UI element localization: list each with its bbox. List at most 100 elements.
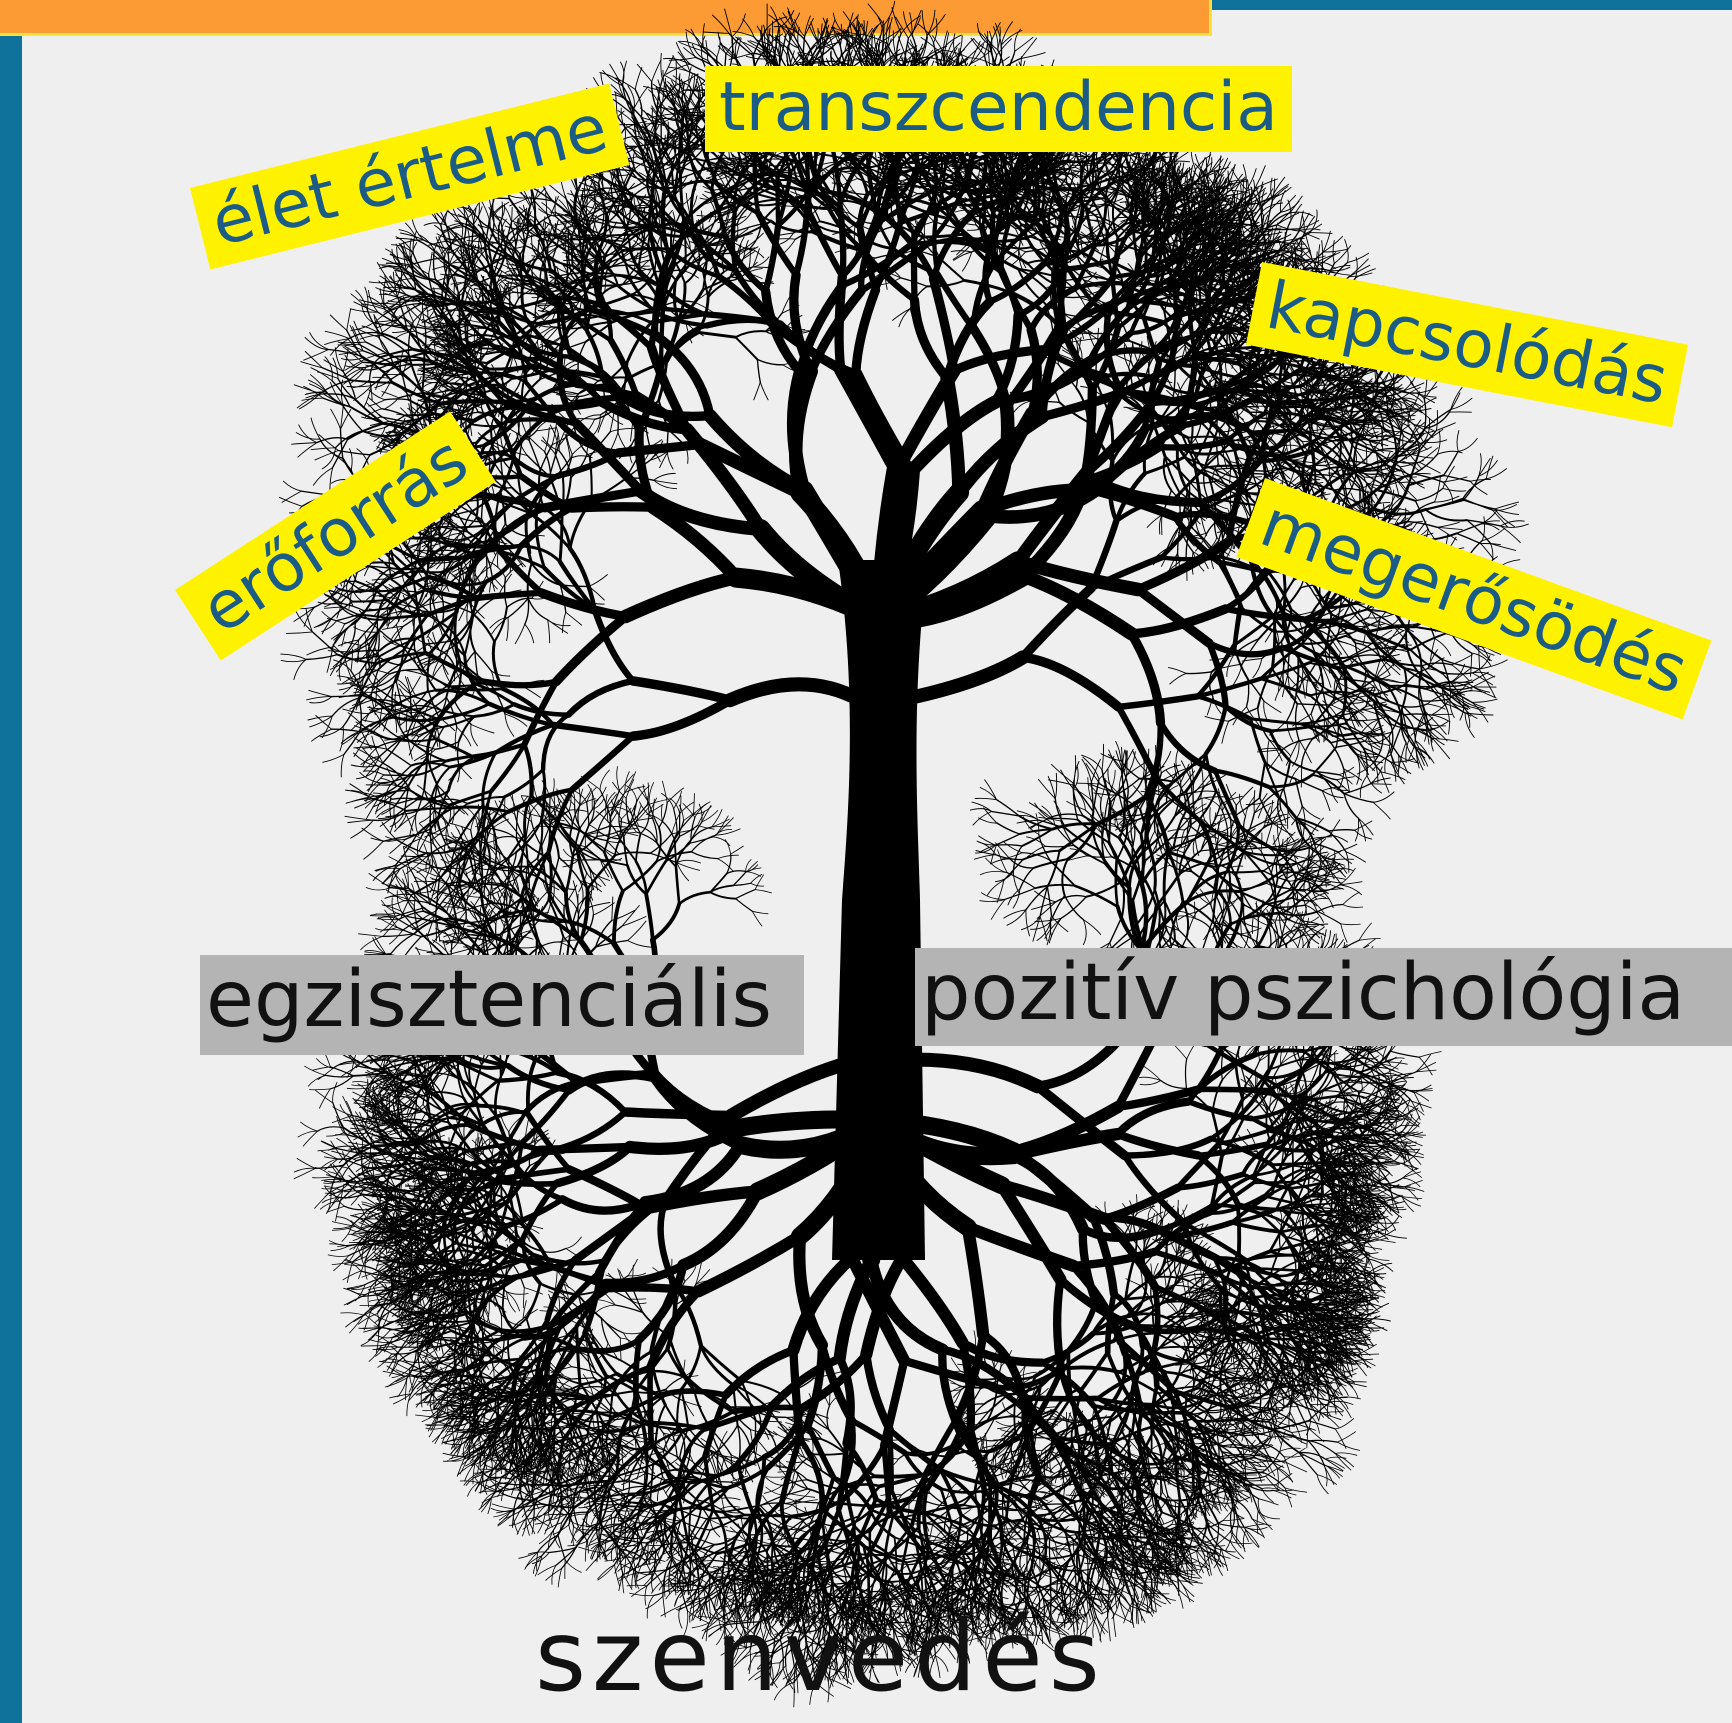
tree-branch (601, 857, 623, 863)
tree-branch (339, 726, 344, 752)
tree-branch (504, 269, 525, 273)
tree-branch (380, 587, 403, 592)
tree-branch (423, 658, 441, 665)
tree-branch (346, 422, 385, 441)
tree-branch (567, 502, 658, 513)
tree-branch (331, 380, 351, 408)
tree-branch (453, 659, 462, 702)
tree-branch (551, 611, 631, 687)
tree-branch (623, 122, 626, 145)
tree-branch (424, 658, 437, 672)
tree-branch (315, 715, 333, 730)
tree-branch (766, 28, 769, 54)
tree-branch (707, 270, 725, 299)
tree-branch (404, 676, 411, 695)
tree-branch (382, 335, 410, 355)
tree-branch (341, 588, 361, 603)
tree-branch (414, 597, 432, 612)
tree-branch (521, 685, 541, 698)
tree-branch (305, 607, 313, 633)
tree-branch (317, 371, 339, 379)
tree-branch (586, 872, 602, 887)
tree-branch (474, 650, 492, 672)
tree-branch (609, 221, 617, 237)
tree-branch (329, 381, 344, 407)
tree-branch (346, 583, 354, 606)
tree-branch (565, 611, 583, 626)
tree-branch (332, 644, 351, 661)
tree-branch (280, 653, 307, 660)
tree-branch (660, 52, 663, 80)
tree-branch (385, 836, 407, 841)
tree-branch (392, 562, 428, 592)
tree-branch (547, 619, 551, 644)
tree-branch (368, 606, 388, 611)
tree-branch (412, 610, 416, 627)
tree-branch (369, 378, 373, 401)
tree-branch (367, 601, 385, 604)
tree-branch (330, 408, 341, 430)
tree-branch (378, 595, 400, 601)
tree-branch (291, 442, 318, 445)
tree-branch (330, 728, 361, 733)
tree-branch (381, 559, 397, 574)
tree-branch (341, 602, 365, 612)
tree-branch (445, 659, 461, 699)
tree-branch (343, 610, 365, 625)
tree-branch (342, 361, 363, 377)
tree-branch (346, 308, 352, 331)
tree-branch (439, 658, 449, 675)
tree-branch (1000, 30, 1023, 46)
tree-branch (538, 324, 560, 328)
tree-branch (279, 496, 303, 507)
tree-branch (297, 442, 318, 458)
tree-branch (618, 570, 743, 624)
tree-branch (333, 659, 352, 672)
tree-branch (349, 448, 353, 471)
tree-branch (389, 570, 413, 580)
tree-branch (342, 679, 357, 695)
tree-branch (397, 678, 411, 695)
tree-branch (318, 434, 339, 451)
tree-branch (378, 738, 403, 758)
tree-branch (759, 381, 769, 401)
tree-branch (646, 500, 743, 585)
tree-branch (703, 316, 784, 329)
tree-branch (756, 358, 761, 383)
tree-branch (434, 620, 443, 637)
tree-branch (379, 637, 417, 652)
tree-branch (375, 798, 393, 813)
tree-branch (488, 890, 503, 908)
tree-branch (435, 810, 440, 831)
tree-branch (324, 601, 343, 608)
tree-branch (377, 783, 398, 787)
tree-branch (309, 332, 330, 350)
tree-branch (387, 300, 407, 303)
tree-branch (367, 396, 382, 410)
tree-branch (702, 23, 705, 49)
tree-branch (305, 653, 339, 661)
tree-branch (382, 373, 403, 376)
tree-branch (293, 658, 307, 680)
tree-branch (306, 646, 334, 656)
tree-branch (969, 40, 981, 65)
tree-branch (432, 249, 437, 281)
tree-branch (377, 651, 382, 668)
tree-branch (359, 716, 396, 733)
tree-branch (456, 726, 472, 747)
tree-branch (375, 581, 394, 592)
tree-branch (397, 610, 416, 613)
tree-branch (404, 810, 414, 832)
tree-branch (322, 393, 344, 407)
tree-branch (743, 239, 749, 258)
tree-branch (342, 347, 349, 373)
tree-branch (310, 447, 336, 451)
tree-branch (311, 728, 333, 742)
tree-branch (293, 606, 315, 622)
tree-branch (360, 756, 381, 766)
tree-branch (357, 639, 360, 661)
tree-branch (484, 543, 524, 584)
tree-branch (307, 715, 333, 721)
tree-branch (359, 334, 384, 340)
tree-branch (633, 240, 649, 252)
